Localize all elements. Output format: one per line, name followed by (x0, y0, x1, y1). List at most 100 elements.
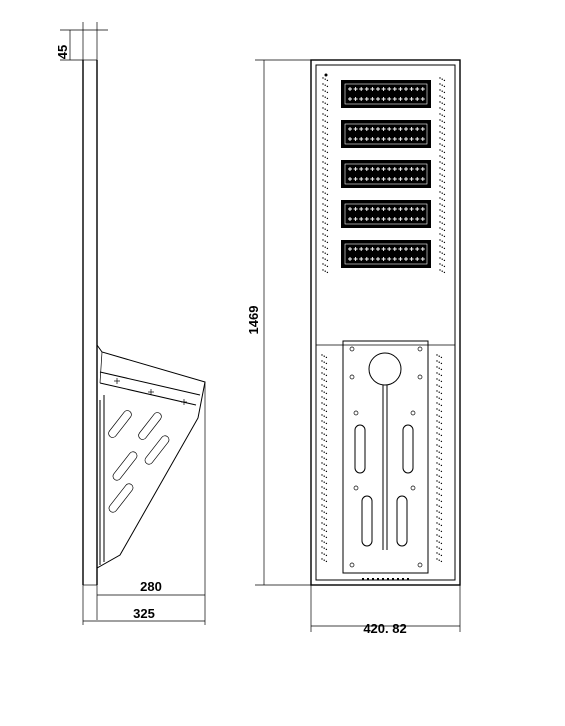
vent-dot (440, 452, 443, 455)
dim-bracket-depth: 280 (140, 579, 162, 594)
vent-dot (322, 263, 324, 265)
vent-dot (321, 438, 323, 440)
led-module (341, 200, 431, 228)
vent-dot (443, 169, 446, 172)
led-chip (415, 217, 420, 221)
vent-dot (440, 512, 443, 515)
vent-dot (325, 368, 328, 371)
vent-dot (439, 245, 441, 247)
vent-dot (440, 536, 443, 539)
vent-dot (323, 457, 325, 459)
vent-dot (439, 95, 441, 97)
led-chip (353, 167, 358, 171)
vent-dots-upper (322, 73, 446, 274)
led-chip (420, 127, 425, 131)
vent-dot (321, 402, 323, 404)
vent-dot (322, 95, 324, 97)
vent-dot (322, 209, 324, 211)
vent-dot (438, 451, 440, 453)
vent-dot (322, 101, 324, 103)
vent-dot (439, 125, 441, 127)
vent-dot (323, 379, 325, 381)
vent-dot (438, 409, 440, 411)
vent-dot (438, 523, 440, 525)
vent-dot (322, 239, 324, 241)
led-chip (353, 247, 358, 251)
vent-dot (440, 362, 443, 365)
led-chip (387, 247, 392, 251)
vent-dot (440, 404, 443, 407)
led-chip (387, 137, 392, 141)
vent-dot (436, 354, 438, 356)
vent-dot (436, 534, 438, 536)
led-chip (359, 247, 364, 251)
led-chip (415, 87, 420, 91)
vent-dot (438, 559, 440, 561)
vent-dot (326, 229, 329, 232)
vent-dot (326, 127, 329, 130)
vent-dot (323, 409, 325, 411)
vent-dot (324, 234, 326, 236)
vent-dot (321, 510, 323, 512)
vent-dot (440, 398, 443, 401)
vent-dot (323, 361, 325, 363)
vent-dot (441, 270, 443, 272)
vent-dot (323, 439, 325, 441)
vent-dot (324, 102, 326, 104)
led-chip (364, 207, 369, 211)
led-chip (404, 97, 408, 101)
vent-dot (440, 410, 443, 413)
vent-dot (438, 505, 440, 507)
vent-dot (441, 156, 443, 158)
vent-dot (439, 113, 441, 115)
vent-dot (443, 157, 446, 160)
vent-dot (443, 109, 446, 112)
vent-dot (325, 356, 328, 359)
led-chip (353, 257, 358, 261)
led-chip (381, 97, 386, 101)
vent-dot (439, 137, 441, 139)
vent-dot (326, 85, 329, 88)
vent-dot (326, 205, 329, 208)
vent-dot (324, 180, 326, 182)
vent-dot (438, 361, 440, 363)
vent-dot (323, 547, 325, 549)
vent-dot (440, 380, 443, 383)
vent-dot (441, 246, 443, 248)
vent-dot (439, 197, 441, 199)
led-chip (376, 177, 380, 181)
vent-dot (322, 179, 324, 181)
vent-dot (324, 114, 326, 116)
vent-dot (325, 548, 328, 551)
vent-dot (438, 421, 440, 423)
vent-dot (326, 265, 329, 268)
vent-dot (440, 458, 443, 461)
vent-dot (322, 149, 324, 151)
vent-dot (321, 468, 323, 470)
vent-dot (326, 91, 329, 94)
vent-dot (323, 421, 325, 423)
led-module-frame (344, 163, 428, 185)
led-chip (376, 207, 380, 211)
vent-dot (441, 138, 443, 140)
vent-dot (324, 270, 326, 272)
led-chip (370, 137, 375, 141)
vent-dot (441, 168, 443, 170)
led-module-frame (344, 203, 428, 225)
vent-dot (436, 456, 438, 458)
vent-dot (324, 150, 326, 152)
led-chip (404, 137, 408, 141)
vent-dot (326, 193, 329, 196)
vent-dot (323, 541, 325, 543)
vent-dot (321, 498, 323, 500)
led-chip (409, 257, 414, 261)
vent-dot (324, 84, 326, 86)
vent-dot (324, 96, 326, 98)
vent-dot (438, 487, 440, 489)
led-chip (398, 177, 403, 181)
led-chip (381, 87, 386, 91)
vent-dot (321, 426, 323, 428)
vent-dot (322, 143, 324, 145)
led-chip (415, 137, 420, 141)
led-chip (404, 167, 408, 171)
